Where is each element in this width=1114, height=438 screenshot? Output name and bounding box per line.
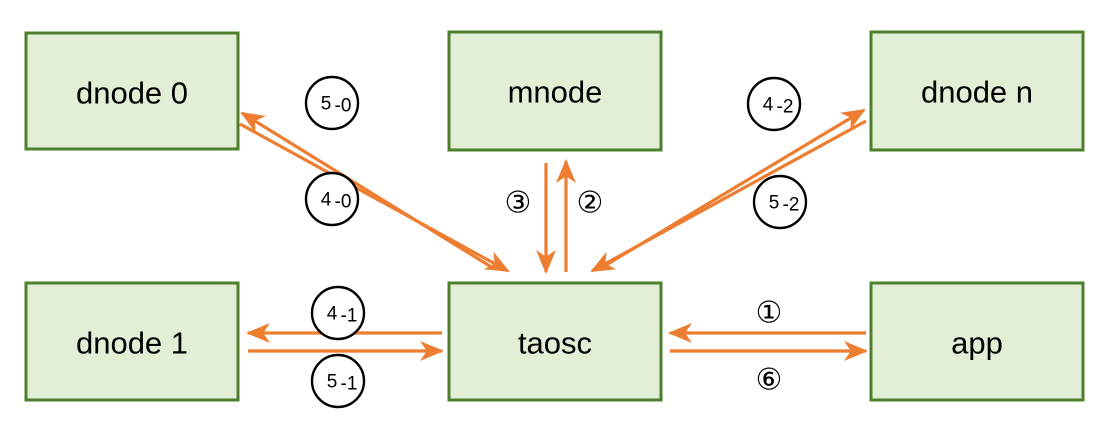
badge-4-2[interactable]: 4 -2 <box>746 76 802 132</box>
badge-circle-5-2 <box>752 174 808 230</box>
badge-5-2[interactable]: 5 -2 <box>752 174 808 230</box>
badge-circle-5-0 <box>304 75 360 131</box>
arrow-taosc-to-dnode0[interactable] <box>240 111 494 270</box>
node-label-app: app <box>951 326 1003 361</box>
badge-circle-5-1 <box>310 353 366 409</box>
badge-label-5-1-main: 5 <box>327 372 338 393</box>
node-mnode[interactable]: mnode <box>447 30 663 152</box>
badge-circle-4-2 <box>746 76 802 132</box>
badge-2[interactable]: ② <box>577 186 604 221</box>
node-label-dnoden: dnode n <box>921 75 1033 110</box>
node-app[interactable]: app <box>869 281 1085 402</box>
badge-1[interactable]: ① <box>756 296 783 331</box>
badge-label-1: ① <box>756 296 783 331</box>
node-label-dnode1: dnode 1 <box>76 326 188 361</box>
node-box-dnoden[interactable] <box>869 30 1085 152</box>
arrow-dnoden-to-taosc[interactable] <box>590 119 867 273</box>
badge-5-1[interactable]: 5 -1 <box>310 353 366 409</box>
badge-label-5-2-main: 5 <box>769 193 780 214</box>
badge-5-0[interactable]: 5 -0 <box>304 75 360 131</box>
badge-label-5-0-sub: -0 <box>335 96 352 117</box>
arrow-dnode0-to-taosc[interactable] <box>239 122 510 273</box>
badge-label-4-2-main: 4 <box>763 95 774 116</box>
node-box-app[interactable] <box>869 281 1085 402</box>
node-dnode0[interactable]: dnode 0 <box>24 31 240 151</box>
badge-label-3: ③ <box>505 186 532 221</box>
badge-label-4-0-main: 4 <box>321 190 332 211</box>
node-box-dnode1[interactable] <box>24 281 240 402</box>
node-box-dnode0[interactable] <box>24 31 240 151</box>
badge-label-4-0-sub: -0 <box>335 192 352 213</box>
badge-6[interactable]: ⑥ <box>756 363 783 398</box>
badge-label-5-2-sub: -2 <box>783 195 800 216</box>
badge-label-5-1-sub: -1 <box>341 374 358 395</box>
badge-label-4-1-sub: -1 <box>341 306 358 327</box>
badge-circle-4-1 <box>310 285 366 341</box>
node-box-taosc[interactable] <box>447 281 663 402</box>
badge-4-1[interactable]: 4 -1 <box>310 285 366 341</box>
node-taosc[interactable]: taosc <box>447 281 663 402</box>
badge-4-0[interactable]: 4 -0 <box>304 171 360 227</box>
node-label-mnode: mnode <box>508 75 603 110</box>
node-dnode1[interactable]: dnode 1 <box>24 281 240 402</box>
node-box-mnode[interactable] <box>447 30 663 152</box>
node-label-dnode0: dnode 0 <box>76 76 188 111</box>
badge-label-4-2-sub: -2 <box>777 97 794 118</box>
node-label-taosc: taosc <box>518 326 592 361</box>
node-dnoden[interactable]: dnode n <box>869 30 1085 152</box>
badge-label-4-1-main: 4 <box>327 304 338 325</box>
badge-3[interactable]: ③ <box>505 186 532 221</box>
badge-circle-4-0 <box>304 171 360 227</box>
badge-label-6: ⑥ <box>756 363 783 398</box>
badge-label-5-0-main: 5 <box>321 94 332 115</box>
badge-label-2: ② <box>577 186 604 221</box>
